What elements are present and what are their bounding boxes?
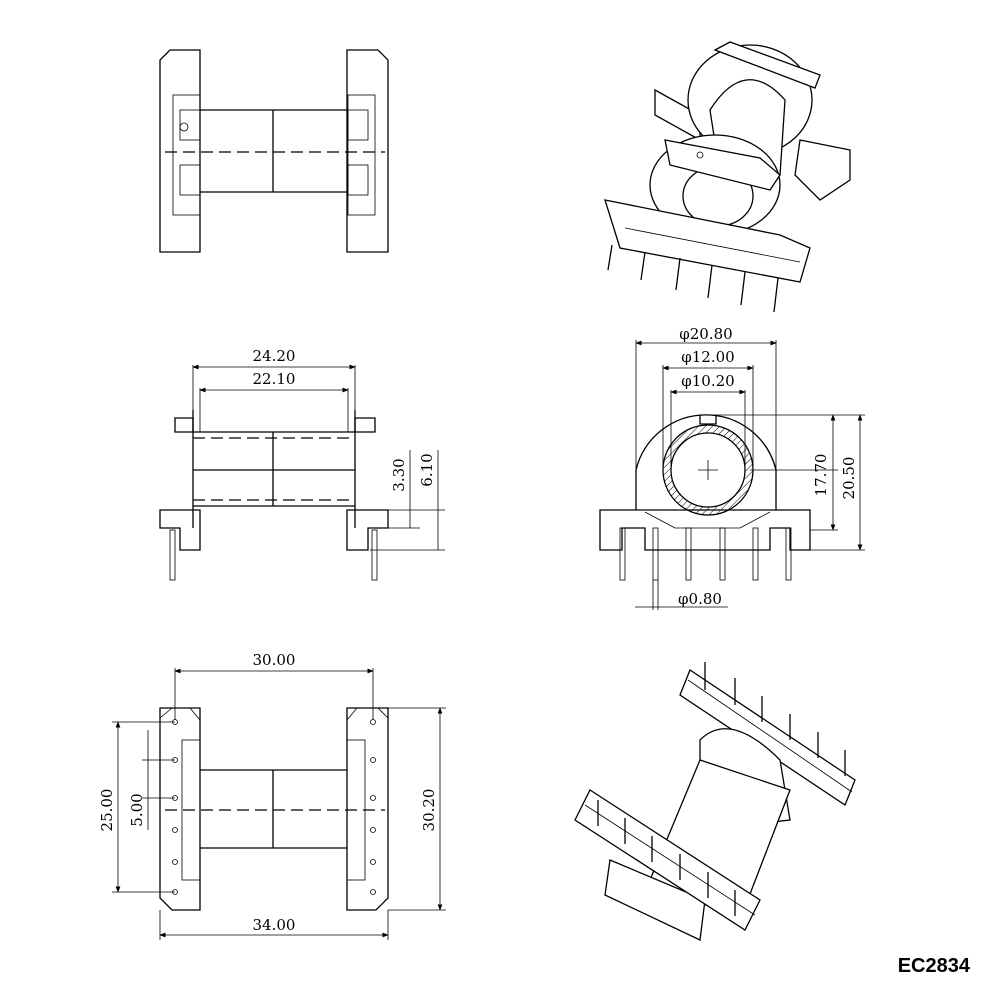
part-number-label: EC2834 [898, 955, 971, 977]
dim-winding-width: 22.10 [253, 370, 296, 388]
isometric-view-bottom [574, 662, 856, 941]
dim-pin-diameter: φ0.80 [678, 590, 722, 608]
dim-overall-width: 30.20 [420, 789, 438, 832]
dim-base-height: 3.30 [390, 458, 408, 491]
dim-outer-diameter: φ12.00 [681, 348, 734, 366]
dim-inner-diameter: φ10.20 [681, 372, 734, 390]
dim-center-height: 17.70 [812, 454, 830, 497]
dim-total-height: 20.50 [840, 457, 858, 500]
dim-overall-length: 34.00 [253, 916, 296, 934]
dim-overall-width: 24.20 [253, 347, 296, 365]
front-view: φ20.80 φ12.00 φ10.20 17.70 20.50 φ0.80 [599, 325, 865, 610]
iso-pins-top [607, 244, 779, 313]
top-view [159, 49, 389, 253]
dim-pin-span: 25.00 [98, 789, 116, 832]
iso-pins-bottom [597, 662, 846, 916]
dim-pin-row-length: 30.00 [253, 651, 296, 669]
dim-pin-pitch: 5.00 [128, 793, 146, 826]
bottom-view: 30.00 34.00 25.00 5.00 30.20 [98, 651, 446, 940]
side-view: 24.20 22.10 3.30 6.10 [159, 347, 445, 581]
isometric-view-top [604, 41, 851, 313]
dim-pin-height: 6.10 [418, 453, 436, 486]
pins [619, 527, 792, 581]
dim-flange-diameter: φ20.80 [679, 325, 732, 343]
pin-holes [172, 719, 376, 895]
